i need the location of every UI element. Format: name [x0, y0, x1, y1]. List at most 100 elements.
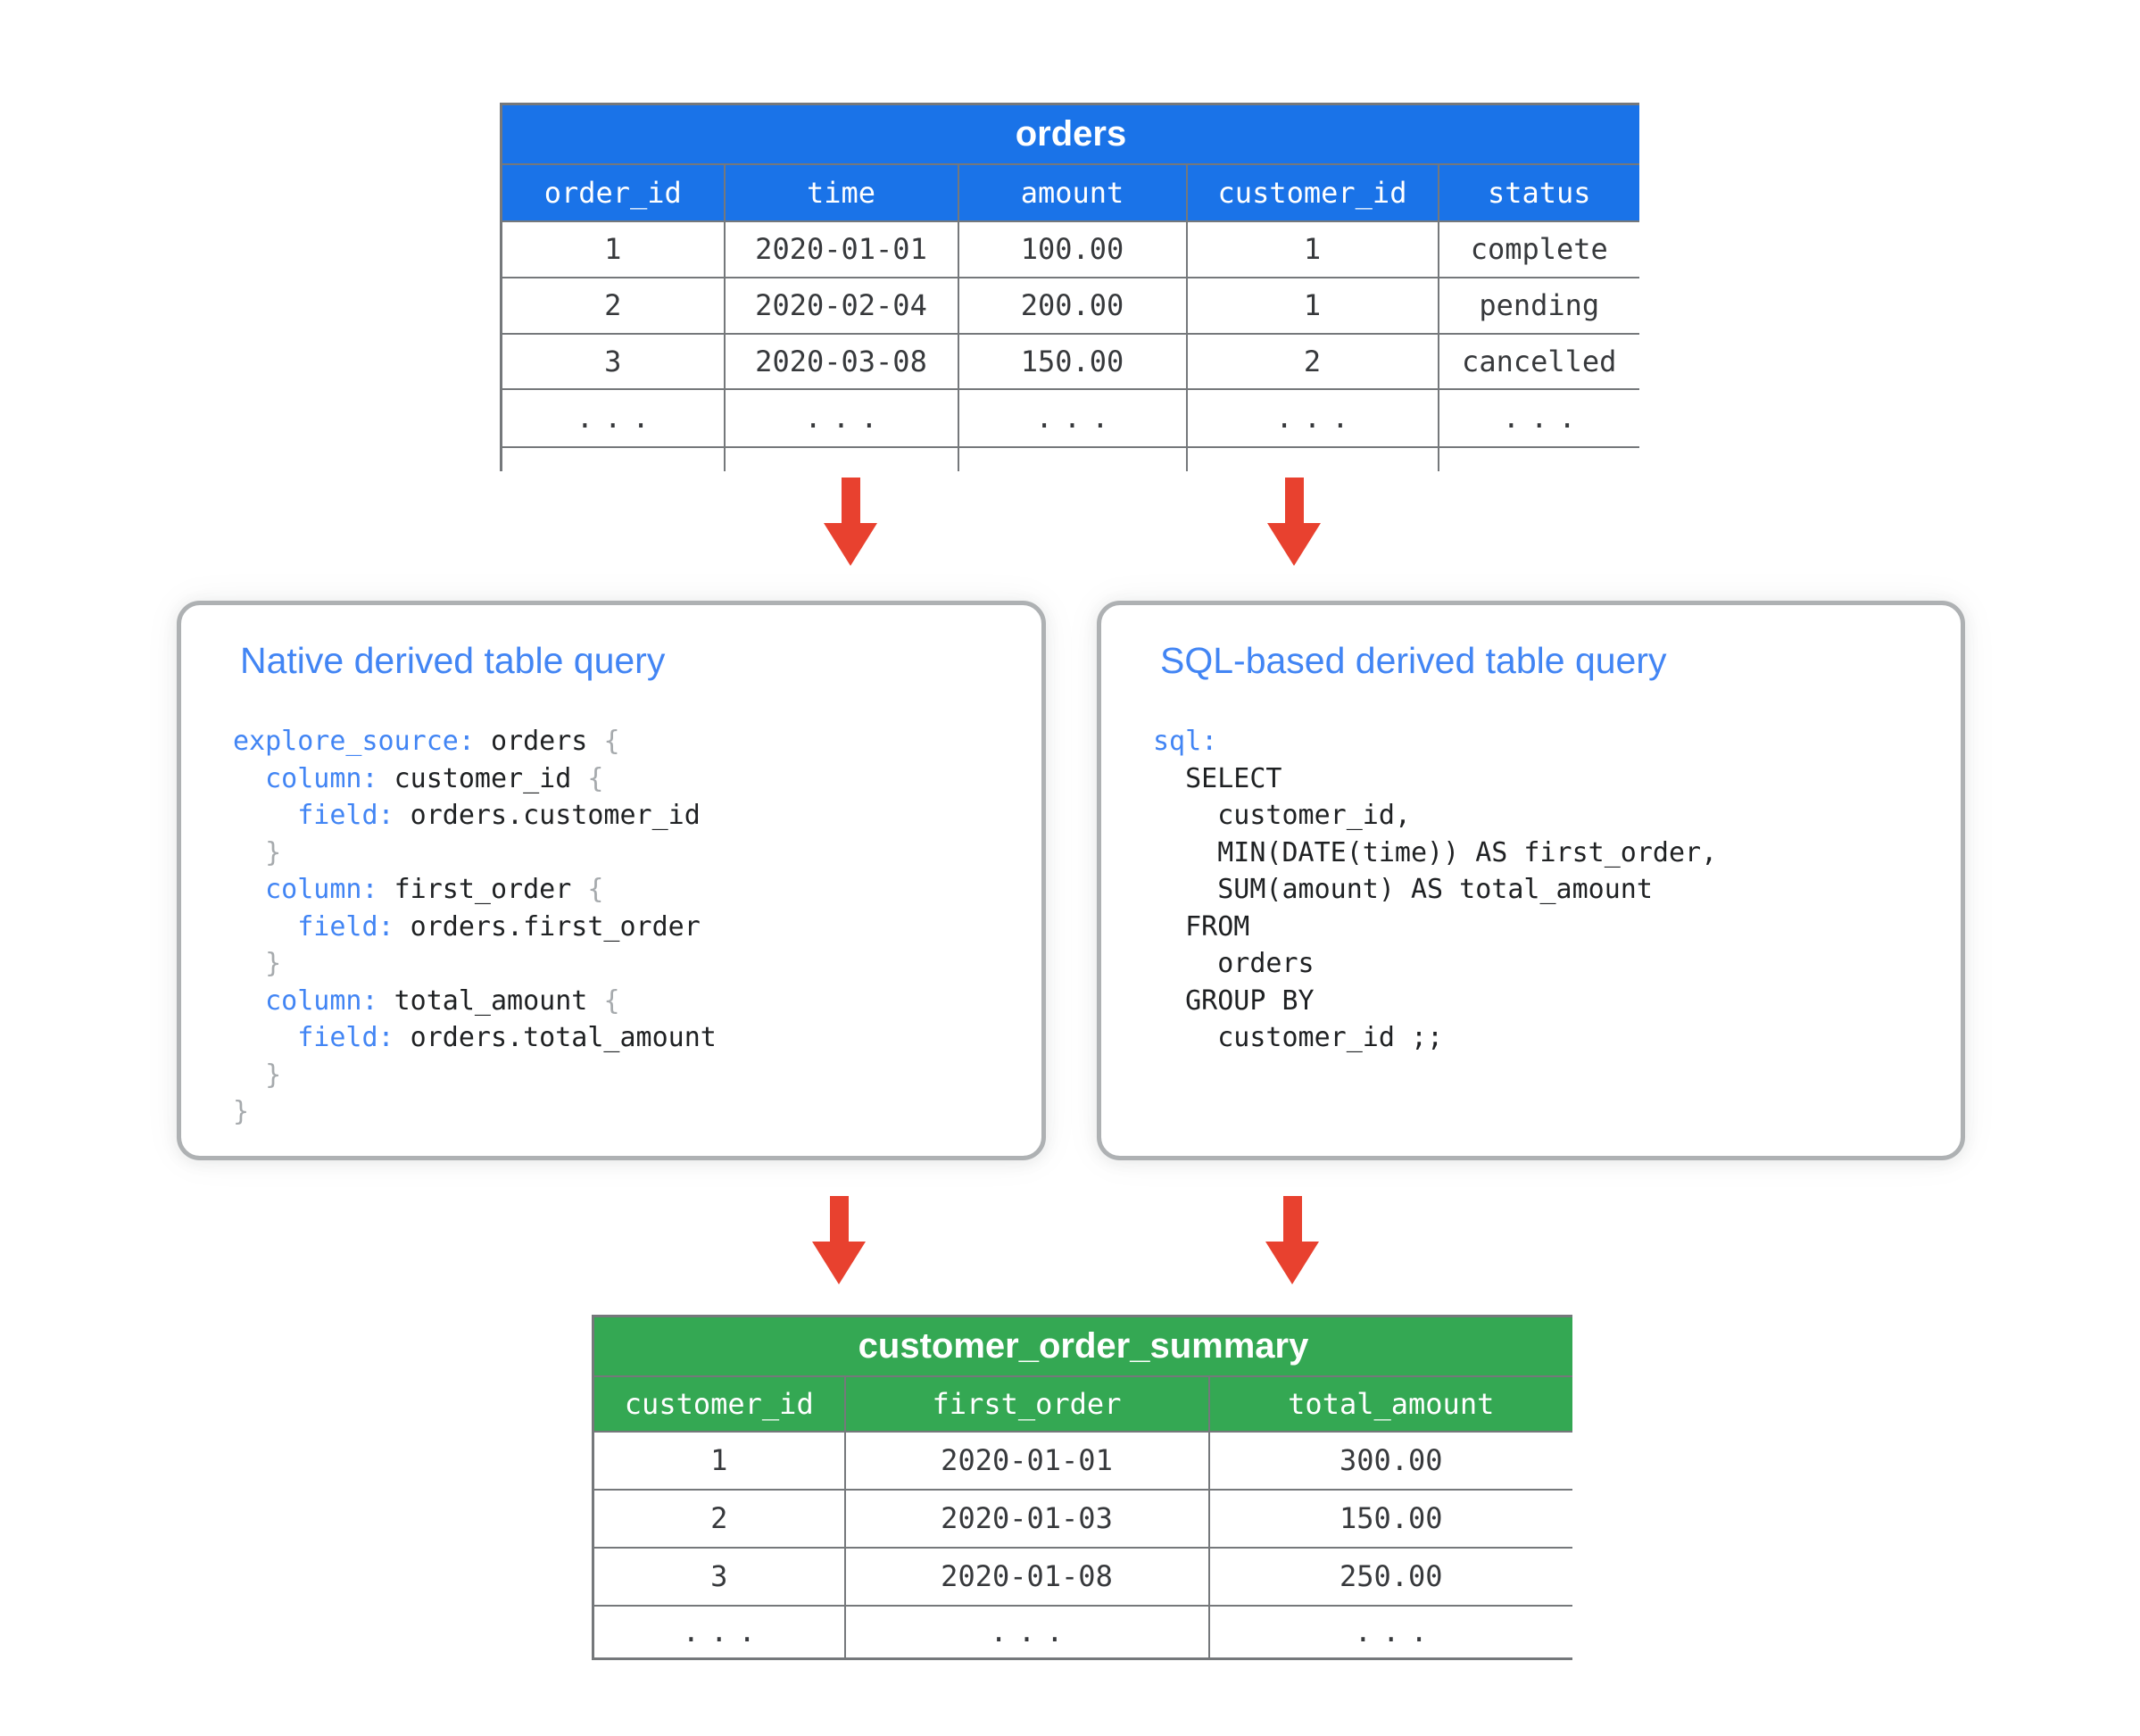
table-cell: 3	[500, 332, 726, 390]
code-line: }	[265, 836, 282, 868]
table-cell: 2	[500, 276, 726, 335]
code-line: GROUP BY	[1153, 984, 1315, 1017]
arrow-down-icon	[1267, 478, 1321, 566]
table-cell: 2020-01-03	[843, 1488, 1210, 1549]
table-cell: 250.00	[1207, 1546, 1572, 1607]
code-line: SUM(amount) AS total_amount	[1153, 874, 1653, 905]
table-cell: 1	[592, 1430, 846, 1491]
table-cell: 2020-01-08	[843, 1546, 1210, 1607]
clipped-table-row	[500, 445, 1639, 471]
table-cell	[723, 445, 959, 471]
code-line: }	[265, 1059, 282, 1091]
table-cell	[500, 445, 726, 471]
native-derived-box: Native derived table query explore_sourc…	[177, 601, 1046, 1160]
table-cell: cancelled	[1437, 332, 1639, 390]
table-cell	[1437, 445, 1639, 471]
table-cell: 150.00	[957, 332, 1188, 390]
table-cell: 100.00	[957, 220, 1188, 278]
table-cell: pending	[1437, 276, 1639, 335]
table-cell: ...	[1185, 387, 1439, 448]
code-line: customer_id ;;	[1153, 1022, 1444, 1053]
column-header: customer_id	[592, 1375, 846, 1433]
code-line: SELECT	[1153, 762, 1282, 794]
code-line: orders	[1153, 948, 1315, 979]
table-cell: ...	[957, 387, 1188, 448]
code-line: field: orders.total_amount	[297, 1022, 717, 1053]
column-header: amount	[957, 162, 1188, 222]
table-cell: ...	[1437, 387, 1639, 448]
code-line: field: orders.first_order	[297, 910, 701, 943]
table-cell	[1185, 445, 1439, 471]
table-cell: 1	[500, 220, 726, 278]
table-cell: 2020-01-01	[723, 220, 959, 278]
table-cell: ...	[843, 1604, 1210, 1660]
code-line: sql:	[1153, 726, 1218, 757]
table-cell: complete	[1437, 220, 1639, 278]
table-cell: 1	[1185, 220, 1439, 278]
sql-box-title: SQL-based derived table query	[1160, 640, 1667, 681]
arrow-head	[1265, 1242, 1319, 1284]
sql-code-block: sql: SELECT customer_id, MIN(DATE(time))…	[1153, 723, 1717, 1057]
code-line: column: first_order {	[265, 874, 604, 905]
table-cell: 2020-03-08	[723, 332, 959, 390]
sql-derived-box: SQL-based derived table query sql: SELEC…	[1097, 601, 1965, 1160]
column-header: status	[1437, 162, 1639, 222]
table-cell: 200.00	[957, 276, 1188, 335]
table-cell: 2020-01-01	[843, 1430, 1210, 1491]
table-cell: ...	[1207, 1604, 1572, 1660]
arrow-shaft	[1282, 1196, 1302, 1242]
table-cell: 3	[592, 1546, 846, 1607]
table-cell: 150.00	[1207, 1488, 1572, 1549]
arrow-head	[1267, 523, 1321, 566]
table-cell: ...	[500, 387, 726, 448]
table-cell: 1	[1185, 276, 1439, 335]
code-line: customer_id,	[1153, 800, 1411, 831]
table-cell: ...	[723, 387, 959, 448]
arrow-down-icon	[824, 478, 877, 566]
table-title: customer_order_summary	[592, 1315, 1572, 1377]
table-title-row: customer_order_summary	[592, 1315, 1572, 1377]
arrow-shaft	[829, 1196, 849, 1242]
table-row: ...............	[500, 387, 1639, 448]
column-header: order_id	[500, 162, 726, 222]
native-box-title: Native derived table query	[240, 640, 666, 681]
table-cell	[957, 445, 1188, 471]
table-cell: 2	[592, 1488, 846, 1549]
code-line: column: total_amount {	[265, 984, 620, 1017]
column-header: total_amount	[1207, 1375, 1572, 1433]
arrow-head	[812, 1242, 866, 1284]
table-cell: 300.00	[1207, 1430, 1572, 1491]
code-line: FROM	[1153, 910, 1250, 943]
code-line: }	[265, 948, 282, 979]
table-title: orders	[500, 103, 1639, 165]
arrow-down-icon	[812, 1196, 866, 1284]
table-row: .........	[592, 1604, 1572, 1660]
code-line: field: orders.customer_id	[297, 800, 701, 831]
table-cell: 2020-02-04	[723, 276, 959, 335]
table-cell: 2	[1185, 332, 1439, 390]
code-line: }	[233, 1096, 250, 1127]
table-title-row: orders	[500, 103, 1639, 165]
arrow-shaft	[1284, 478, 1304, 523]
table-cell: ...	[592, 1604, 846, 1660]
code-line: MIN(DATE(time)) AS first_order,	[1153, 836, 1718, 868]
column-header: first_order	[843, 1375, 1210, 1433]
column-header: customer_id	[1185, 162, 1439, 222]
arrow-down-icon	[1265, 1196, 1319, 1284]
code-line: explore_source: orders {	[233, 726, 620, 757]
arrow-head	[824, 523, 877, 566]
arrow-shaft	[841, 478, 860, 523]
native-code-block: explore_source: orders { column: custome…	[233, 723, 717, 1131]
